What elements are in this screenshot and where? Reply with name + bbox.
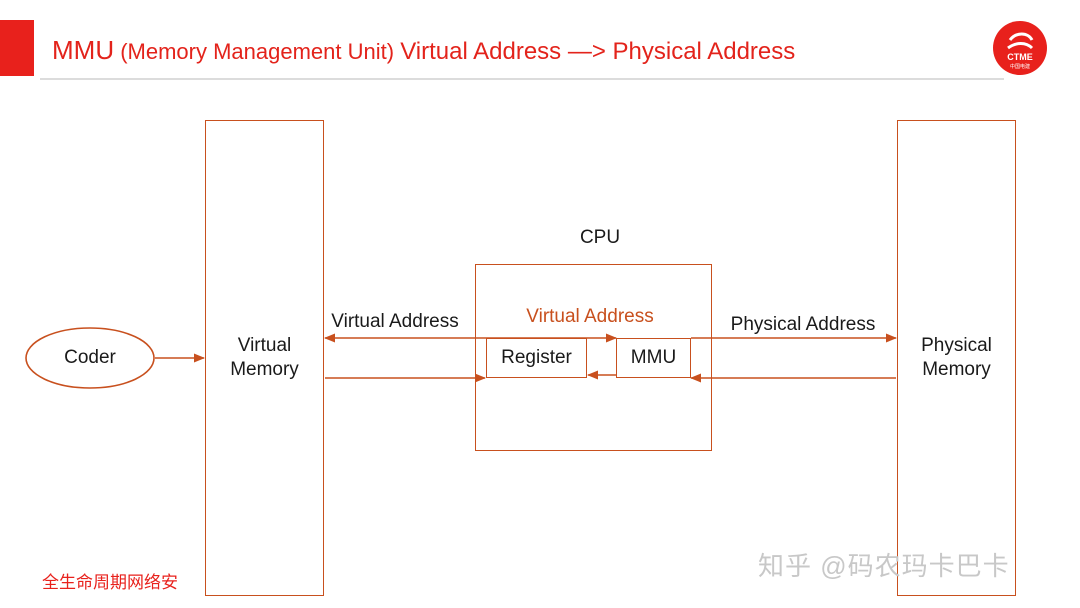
ctme-logo: CTME 中国电建 (993, 21, 1047, 75)
edge-label-physical-address: Physical Address (730, 314, 876, 335)
virtual-memory-box (205, 120, 324, 596)
logo-swoosh-middle (1007, 42, 1034, 50)
edge-label-virtual-address-inner: Virtual Address (526, 306, 654, 327)
register-label: Register (501, 347, 572, 368)
virtual-memory-label-line2: Memory (230, 359, 299, 380)
logo-swoosh-top (1008, 32, 1034, 42)
title-divider (40, 78, 1004, 80)
title-accent-bar (0, 20, 34, 76)
title-rest: Virtual Address —> Physical Address (400, 38, 796, 65)
physical-memory-label: Physical Memory (897, 334, 1016, 382)
physical-memory-label-line1: Physical (921, 335, 992, 356)
physical-memory-label-line2: Memory (922, 359, 991, 380)
edge-label-virtual-address-left: Virtual Address (331, 311, 459, 332)
logo-circle (993, 21, 1047, 75)
coder-ellipse (25, 327, 155, 389)
virtual-memory-label-line1: Virtual (237, 335, 292, 356)
cpu-label: CPU (579, 227, 621, 248)
virtual-memory-label: Virtual Memory (205, 334, 324, 382)
zhihu-watermark: 知乎 @码农玛卡巴卡 (758, 551, 1010, 581)
mmu-label: MMU (630, 347, 677, 368)
left-watermark-text: 全生命周期网络安 (42, 573, 178, 592)
page-title: MMU (Memory Management Unit) Virtual Add… (52, 30, 795, 70)
coder-label: Coder (64, 347, 116, 368)
logo-text: CTME (1007, 52, 1033, 62)
logo-subtext: 中国电建 (1010, 63, 1030, 70)
mmu-box (616, 338, 691, 378)
physical-memory-box (897, 120, 1016, 596)
title-paren: (Memory Management Unit) (114, 39, 401, 64)
register-box (486, 338, 587, 378)
title-main: MMU (52, 35, 115, 65)
